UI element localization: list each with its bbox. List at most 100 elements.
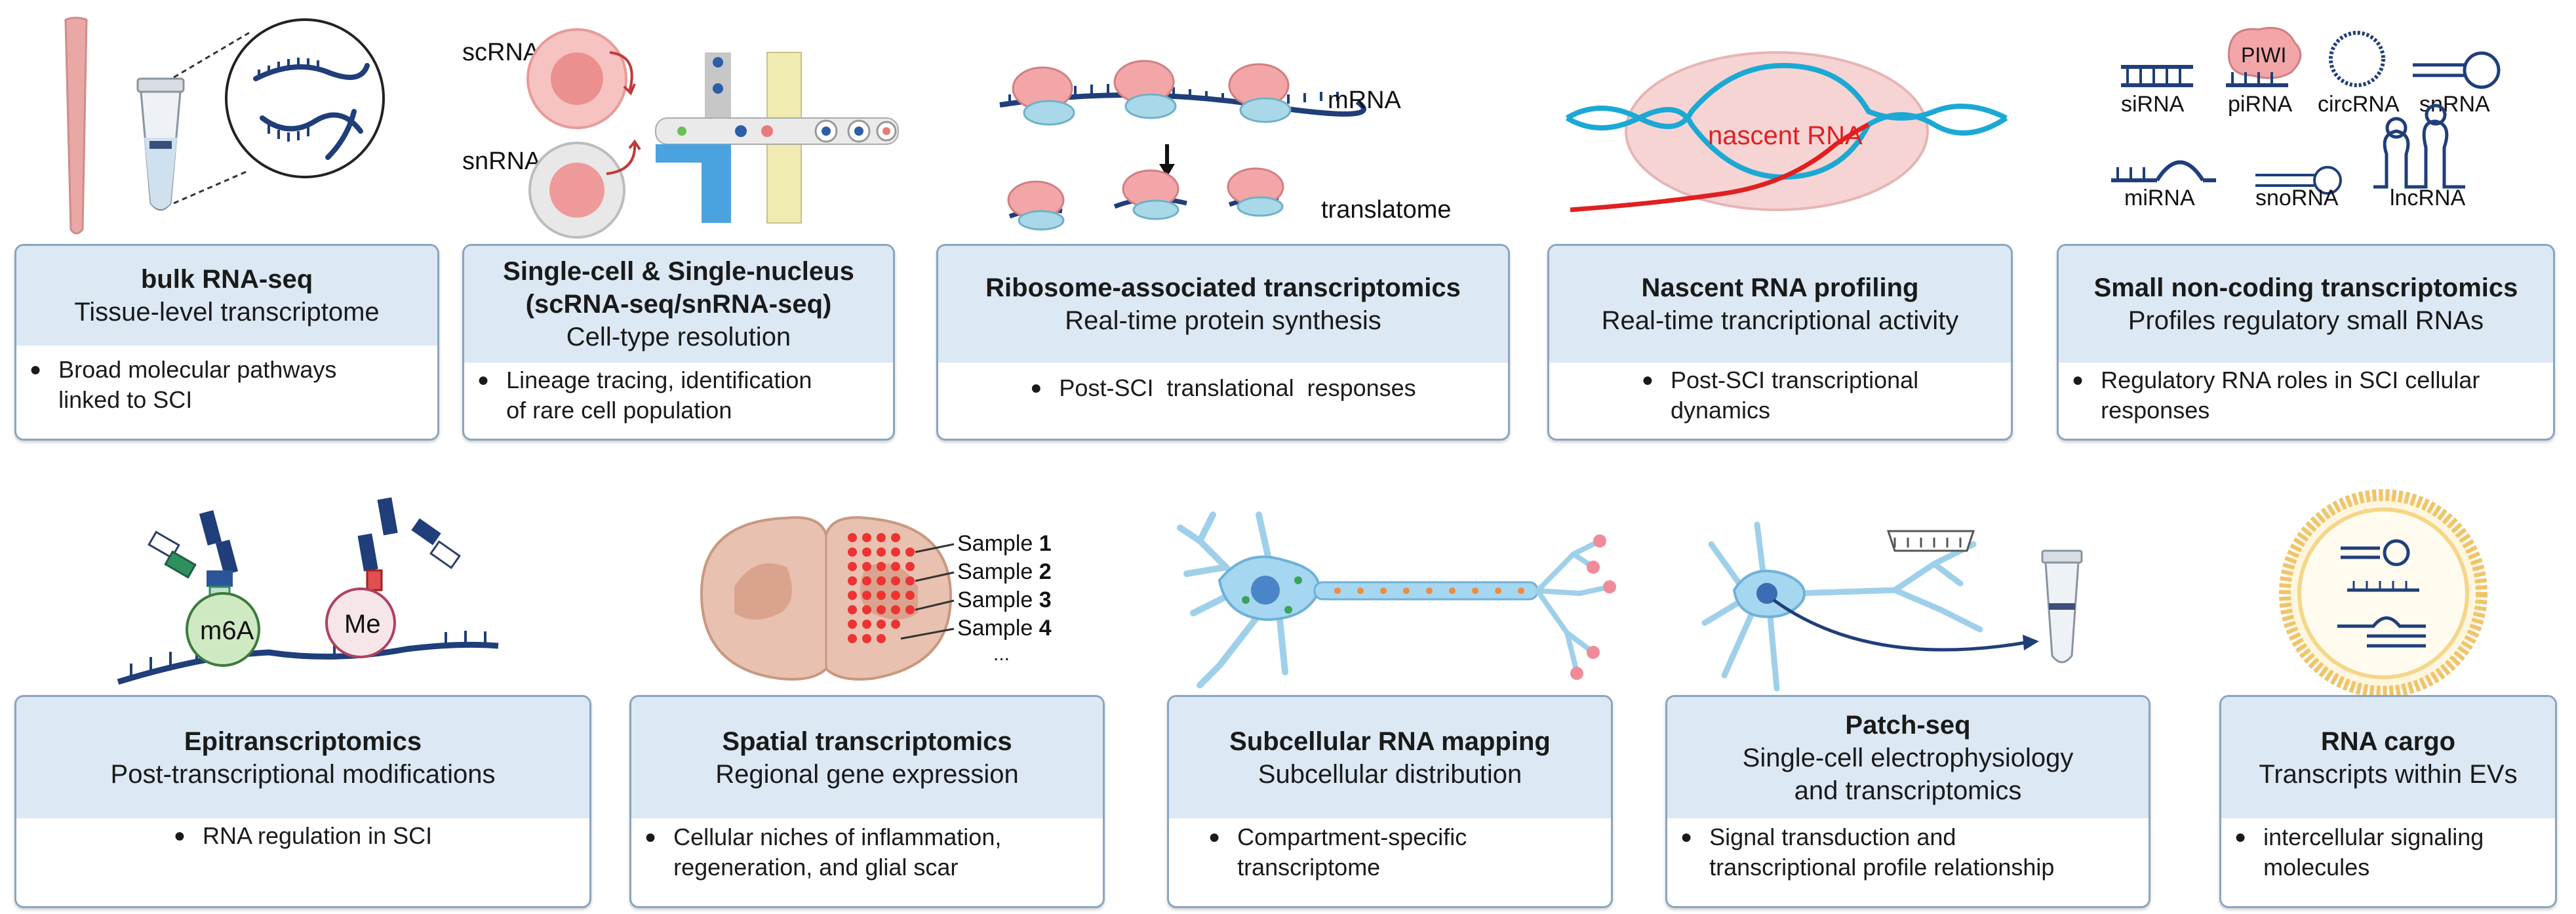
bullet-line: molecules [2263, 854, 2370, 881]
card-title: Subcellular RNA mapping [1229, 726, 1551, 756]
m6a-node [186, 592, 260, 667]
card-subtitle: Real-time protein synthesis [1065, 306, 1381, 335]
bullet-line: dynamics [1670, 397, 1771, 424]
card-subtitle: Single-cell electrophysiology [1742, 743, 2074, 772]
scrna-label: scRNA [462, 39, 540, 66]
card-header: Small non-coding transcriptomics Profile… [2059, 246, 2553, 363]
bullet-line: Post-SCI transcriptional [1670, 367, 1919, 393]
spatial-illustration: Sample 1 Sample 2 Sample 3 Sample 4 ... [700, 516, 1052, 681]
mirna-icon [2111, 160, 2216, 182]
card-title: Single-cell & Single-nucleus [503, 257, 854, 286]
pirna-label: piRNA [2228, 92, 2293, 117]
card-bullet: ● Signal transduction and transcriptiona… [1667, 818, 2149, 883]
card-title: Small non-coding transcriptomics [2093, 273, 2518, 302]
neuron-illustration [1177, 511, 1616, 688]
circrna-label: circRNA [2318, 92, 2400, 117]
rna-strands [253, 63, 370, 160]
card-subtitle: Subcellular distribution [1258, 759, 1522, 789]
bullet-dot: ● [30, 359, 42, 380]
card-header: RNA cargo Transcripts within EVs [2221, 697, 2555, 818]
card-single-cell: Single-cell & Single-nucleus (scRNA-seq/… [462, 244, 895, 441]
bullet-dot: ● [1641, 369, 1654, 391]
card-bullet: ● Compartment-specific transcriptome [1169, 818, 1611, 883]
droplet-beads [677, 57, 897, 143]
cargo-rnas [2337, 539, 2426, 648]
lncrna-icon [2373, 104, 2465, 189]
sample-label-1: Sample 1 [957, 531, 1052, 556]
spot-grid [848, 533, 915, 643]
smallrna-illustration: siRNA PIWI piRNA circRNA snRNA miRNA sno… [2111, 27, 2501, 210]
bullet-line: Post-SCI translational responses [1059, 374, 1416, 401]
sirna-icon [2121, 65, 2193, 87]
card-bullet: ● Lineage tracing, identification of rar… [464, 363, 893, 426]
pirna-icon [2226, 72, 2288, 87]
sample-label-3: Sample 3 [957, 587, 1052, 612]
bullet-line: RNA regulation in SCI [202, 822, 433, 849]
card-bullet: ● Regulatory RNA roles in SCI cellular r… [2059, 363, 2553, 426]
bullet-dot: ● [644, 826, 657, 848]
bullet-dot: ● [173, 825, 186, 846]
card-subtitle: Regional gene expression [715, 759, 1019, 789]
card-bullet: ● Post-SCI transcriptional dynamics [1549, 363, 2011, 426]
card-title: Spatial transcriptomics [722, 726, 1012, 756]
bullet-dot: ● [1030, 377, 1042, 399]
bullet-line: transcriptional profile relationship [1709, 854, 2055, 881]
antibody-icon-right [357, 497, 461, 591]
card-subtitle: Tissue-level transcriptome [74, 298, 380, 327]
bullet-line: Lineage tracing, identification [506, 367, 812, 393]
piwi-label: PIWI [2241, 43, 2286, 67]
sample-label-4: Sample 4 [957, 616, 1052, 641]
zoom-circle [225, 18, 385, 178]
antibody-icon-left [148, 510, 239, 608]
bullet-line: responses [2101, 397, 2210, 424]
patch-pipette [1886, 530, 1975, 552]
card-header: Nascent RNA profiling Real-time trancrip… [1549, 246, 2011, 363]
me-label: Me [344, 610, 381, 639]
bullet-line: regeneration, and glial scar [673, 854, 959, 881]
spinal-cord-tissue [64, 16, 88, 235]
bullet-dot: ● [1680, 826, 1693, 848]
ribosome-illustration: mRNA translatome [999, 60, 1452, 231]
epi-illustration: m6A Me [117, 497, 499, 685]
card-subtitle: Real-time trancriptional activity [1601, 306, 1959, 335]
card-subtitle: Transcripts within EVs [2259, 759, 2518, 789]
card-subtitle: Cell-type resolution [566, 323, 791, 351]
card-rna-cargo: RNA cargo Transcripts within EVs ● inter… [2219, 695, 2557, 908]
snorna-icon [2255, 166, 2342, 195]
mrna-label: mRNA [1328, 87, 1402, 114]
nascent-illustration: nascent RNA [1565, 51, 2008, 212]
bullet-line: Broad molecular pathways [58, 356, 337, 383]
patchseq-illustration [1701, 521, 2083, 692]
card-header: Ribosome-associated transcriptomics Real… [938, 246, 1508, 363]
card-title: RNA cargo [2320, 726, 2456, 756]
snrna-label: snRNA [2419, 92, 2490, 117]
bullet-dot: ● [477, 369, 490, 391]
card-title: (scRNA-seq/snRNA-seq) [525, 290, 832, 319]
card-bulk: bulk RNA-seq Tissue-level transcriptome … [14, 244, 439, 441]
dendrites [1177, 511, 1288, 688]
bullet-dot: ● [2072, 369, 2084, 391]
card-title: Nascent RNA profiling [1641, 273, 1919, 302]
translatome-label: translatome [1321, 196, 1452, 224]
bullet-line: transcriptome [1237, 854, 1381, 881]
card-header: Subcellular RNA mapping Subcellular dist… [1169, 697, 1611, 818]
sample-label-2: Sample 2 [957, 559, 1052, 584]
snrna-label: snRNA [462, 148, 542, 175]
bullet-dot: ● [2234, 826, 2247, 848]
modified-rna-strand [117, 641, 499, 685]
card-bullet: ● RNA regulation in SCI [16, 818, 589, 851]
translatome-ribosomes [1007, 167, 1284, 231]
nascent-label: nascent RNA [1708, 121, 1863, 150]
sirna-label: siRNA [2121, 92, 2185, 117]
card-spatial: Spatial transcriptomics Regional gene ex… [629, 695, 1105, 908]
axon-terminals [1535, 538, 1612, 675]
card-header: Single-cell & Single-nucleus (scRNA-seq/… [464, 246, 893, 363]
card-bullet: ● Broad molecular pathways linked to SCI [16, 346, 437, 415]
bullet-dot: ● [1208, 826, 1221, 848]
bullet-line: Signal transduction and [1709, 824, 1956, 850]
card-small-noncoding: Small non-coding transcriptomics Profile… [2057, 244, 2555, 441]
sample-ellipsis: ... [993, 643, 1010, 665]
collection-arrow [1772, 598, 2027, 652]
nascent-rna-strand [1570, 122, 1870, 212]
card-subcellular: Subcellular RNA mapping Subcellular dist… [1167, 695, 1613, 908]
